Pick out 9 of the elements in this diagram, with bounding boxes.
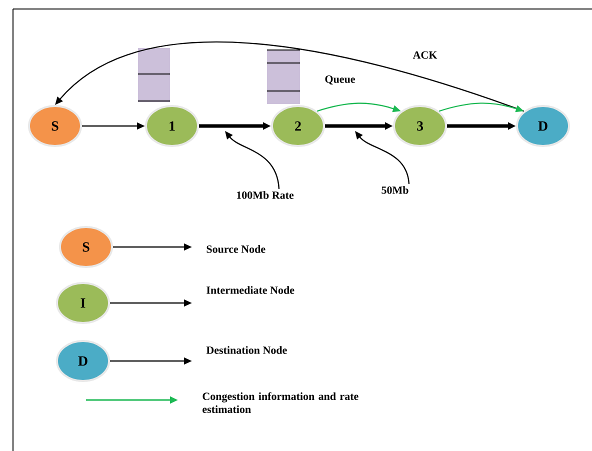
legend-text: Destination Node xyxy=(206,346,287,354)
legend-text: Source Node xyxy=(206,245,266,253)
rate-label: 100Mb Rate xyxy=(237,191,294,199)
arrow xyxy=(55,41,524,112)
legend-text: Intermediate Node xyxy=(206,286,294,294)
queue-label: Queue xyxy=(325,75,355,85)
legend-text: Congestion information and rate estimation xyxy=(202,392,358,414)
rate-label: 50Mb xyxy=(382,186,408,194)
edge-label: ACK xyxy=(412,50,438,60)
